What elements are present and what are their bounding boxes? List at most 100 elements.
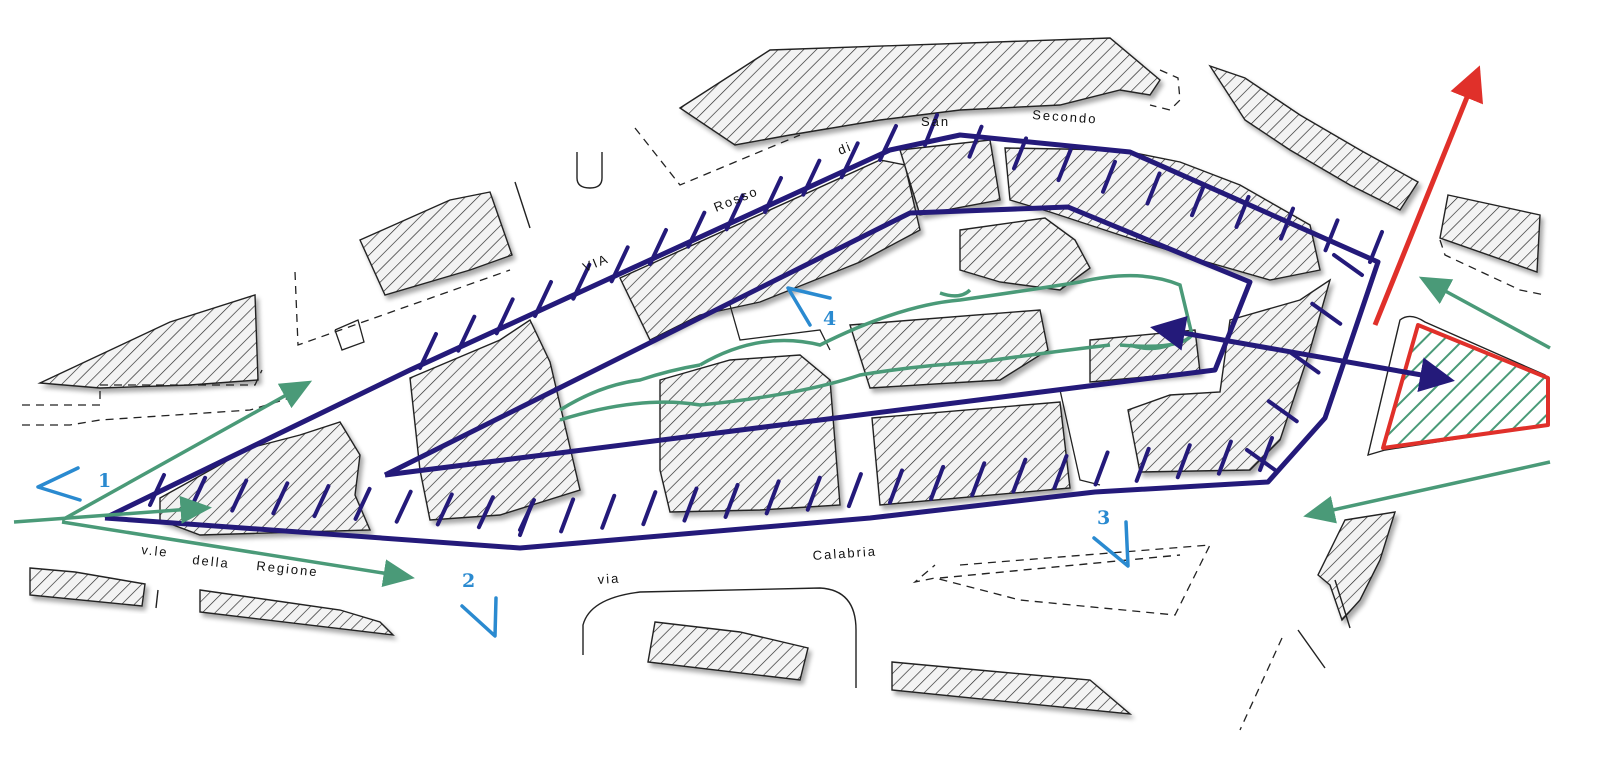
navy-link-arrow	[1150, 315, 1455, 393]
viewpoint-1-icon	[36, 466, 82, 502]
inner-lot-lines	[729, 304, 831, 351]
perimeter-tick	[1134, 446, 1151, 483]
building-north-top	[678, 37, 1161, 146]
south-road-edge-1	[155, 589, 159, 609]
perimeter-tick	[456, 314, 477, 353]
perimeter-tick	[648, 228, 668, 266]
perimeter-tick	[418, 332, 438, 370]
green-arrow-east-out	[1303, 460, 1551, 524]
perimeter-tick	[394, 489, 413, 524]
perimeter-tick	[1175, 443, 1192, 480]
east-green-triangle	[1381, 323, 1550, 450]
perimeter-tick	[1012, 136, 1028, 171]
green-arrow-entry-west	[13, 495, 212, 524]
viewpoint-3-number: 3	[1097, 507, 1110, 529]
perimeter-tick	[923, 113, 939, 147]
site-building-north-mid	[899, 139, 1001, 216]
dashed-lot-southeast	[912, 544, 1212, 616]
perimeter-tick	[312, 484, 331, 519]
street-label-della: della	[192, 552, 231, 571]
street-label-secondo: Secondo	[1032, 107, 1098, 127]
perimeter-tick	[724, 193, 745, 232]
building-northeast	[1208, 64, 1419, 211]
perimeter-tick	[435, 492, 454, 527]
dashed-south-inner	[939, 554, 1181, 579]
building-south-2	[891, 661, 1133, 715]
cul-de-sac-curve	[576, 152, 603, 189]
perimeter-tick	[353, 486, 372, 521]
inner-lot-lines-2	[1059, 389, 1101, 486]
perimeter-tick	[1145, 171, 1162, 206]
building-far-west	[37, 294, 259, 389]
dashed-lot-north	[634, 127, 801, 186]
street-label-via: VIA	[581, 251, 612, 275]
perimeter-tick	[1279, 206, 1295, 241]
perimeter-tick	[571, 262, 592, 301]
viewpoints	[36, 286, 1130, 638]
street-label-vle: v.le	[141, 542, 170, 560]
perimeter-tick	[1266, 399, 1299, 424]
perimeter-tick	[609, 245, 630, 284]
perimeter-inner	[383, 204, 1253, 478]
building-south-1	[647, 621, 809, 681]
perimeter-tick	[1056, 148, 1073, 183]
east-dashed-road-1	[1239, 637, 1283, 731]
perimeter-tick	[686, 210, 707, 249]
site-building-center-right	[849, 309, 1049, 389]
perimeter-tick	[559, 497, 576, 534]
perimeter-tick	[878, 124, 898, 162]
perimeter-tick	[148, 473, 166, 507]
perimeter-tick	[682, 486, 699, 523]
viewpoint-1-number: 1	[98, 470, 111, 492]
viewpoint-2-number: 2	[462, 570, 475, 592]
building-north-west	[359, 191, 513, 296]
perimeter-tick	[1216, 439, 1233, 476]
street-labels: VIA Rosso di San Secondo v.le della Regi…	[141, 107, 1098, 587]
site-building-south-center	[871, 401, 1071, 506]
perimeter-tick	[1052, 454, 1069, 491]
perimeter-tick	[518, 501, 534, 537]
street-label-calabria: Calabria	[812, 544, 877, 563]
viewpoint-2-icon	[460, 596, 498, 638]
viewpoint-3-icon	[1092, 520, 1130, 568]
green-arrow-northeast	[61, 380, 313, 522]
site-building-north-strip	[619, 159, 921, 341]
perimeter-tick	[1245, 448, 1277, 472]
perimeter-tick	[1093, 450, 1110, 487]
dashed-road-west	[22, 369, 263, 406]
east-road-edge-1	[1297, 629, 1326, 669]
green-path-west	[559, 363, 701, 412]
perimeter-tick	[801, 158, 822, 197]
green-arrow-east-in	[1418, 276, 1551, 350]
lot-west-small	[334, 319, 365, 351]
perimeter-tick	[723, 482, 740, 519]
perimeter-tick	[1368, 230, 1384, 264]
perimeter-tick	[888, 468, 904, 505]
perimeter-tick	[1332, 253, 1364, 277]
perimeter-tick	[846, 472, 863, 509]
street-label-san: San	[921, 114, 950, 129]
perimeter-tick	[1011, 457, 1028, 494]
perimeter-ticks	[148, 113, 1384, 537]
perimeter-tick	[230, 478, 249, 513]
perimeter-tick	[1234, 194, 1251, 229]
dashed-lot-west	[294, 269, 511, 346]
perimeter-tick	[929, 464, 946, 501]
building-far-northeast	[1439, 194, 1541, 273]
perimeter-tick	[600, 493, 617, 530]
green-flow-arrows	[13, 276, 1551, 587]
dashed-lot-northeast	[1149, 69, 1181, 111]
street-label-regione: Regione	[256, 558, 320, 579]
perimeter-tick	[476, 495, 495, 530]
building-southwest-2	[199, 589, 395, 636]
perimeter-tick	[1258, 436, 1274, 472]
perimeter-tick	[967, 124, 984, 159]
green-arrow-southeast	[61, 520, 415, 587]
perimeter-tick	[970, 461, 987, 498]
perimeter-tick	[1323, 218, 1340, 253]
building-east-south	[1317, 511, 1397, 622]
perimeter-tick	[839, 141, 860, 180]
viewpoint-4-number: 4	[823, 308, 836, 330]
perimeter-tick	[805, 475, 822, 512]
